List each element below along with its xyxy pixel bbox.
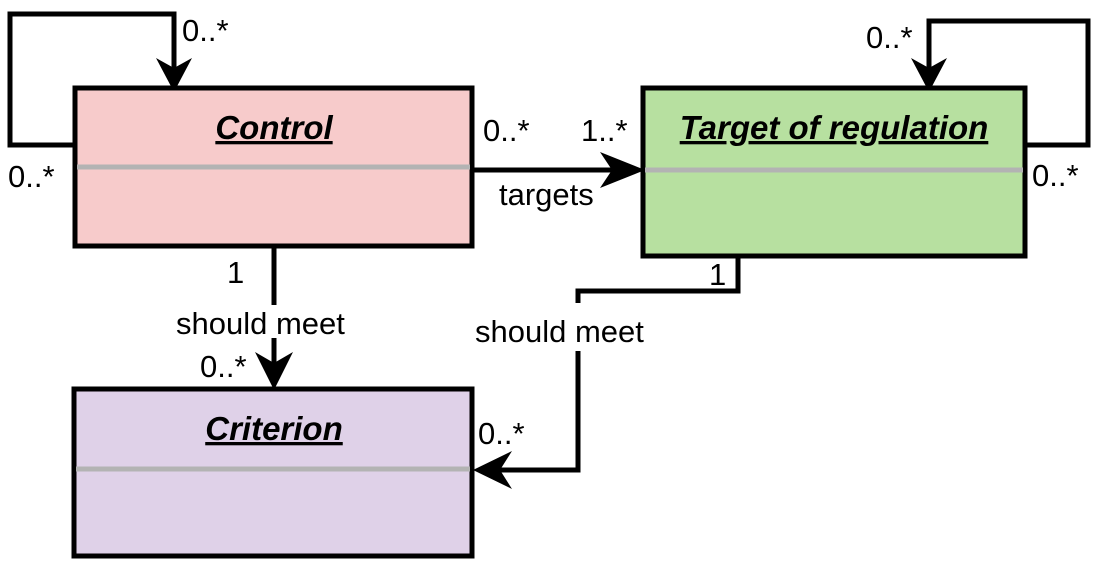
target-criterion-path-lower xyxy=(500,351,581,473)
control-self-left-multiplicity: 0..* xyxy=(8,159,55,194)
criterion-box-rect xyxy=(71,386,475,559)
control-self-path xyxy=(7,11,177,148)
criterion-class-name: Criterion xyxy=(205,410,343,447)
target-criterion-arrowhead xyxy=(473,451,512,489)
control-self-arrowhead xyxy=(156,58,192,92)
control-criterion-target-multiplicity: 0..* xyxy=(200,349,247,384)
targets-target-multiplicity: 1..* xyxy=(581,113,628,148)
target-self-top-multiplicity: 0..* xyxy=(866,20,913,55)
association-control-self[interactable]: 0..* 0..* xyxy=(7,11,229,194)
targets-arrowhead xyxy=(600,152,645,188)
class-box-control[interactable]: Control xyxy=(72,85,475,249)
target-criterion-target-multiplicity: 0..* xyxy=(478,416,525,451)
target-class-name: Target of regulation xyxy=(680,109,989,146)
association-target-self[interactable]: 0..* 0..* xyxy=(866,18,1091,193)
association-control-meets-criterion[interactable]: 1 should meet 0..* xyxy=(176,246,345,390)
targets-source-multiplicity: 0..* xyxy=(483,113,530,148)
target-criterion-path-upper xyxy=(575,256,741,303)
control-criterion-association-label: should meet xyxy=(176,306,345,341)
control-self-top-multiplicity: 0..* xyxy=(182,13,229,48)
targets-association-label: targets xyxy=(499,177,594,212)
class-box-target-of-regulation[interactable]: Target of regulation xyxy=(640,85,1028,259)
class-box-criterion[interactable]: Criterion xyxy=(71,386,475,559)
target-criterion-source-multiplicity: 1 xyxy=(709,257,726,292)
target-self-arrowhead xyxy=(911,58,947,92)
control-class-name: Control xyxy=(215,109,333,146)
target-self-right-multiplicity: 0..* xyxy=(1032,158,1079,193)
control-criterion-arrowhead xyxy=(255,352,293,390)
target-criterion-association-label: should meet xyxy=(475,314,644,349)
control-criterion-source-multiplicity: 1 xyxy=(227,255,244,290)
association-control-targets-target[interactable]: 0..* 1..* targets xyxy=(472,113,645,212)
target-self-path xyxy=(926,18,1091,148)
association-target-meets-criterion[interactable]: 1 should meet 0..* xyxy=(473,256,741,489)
